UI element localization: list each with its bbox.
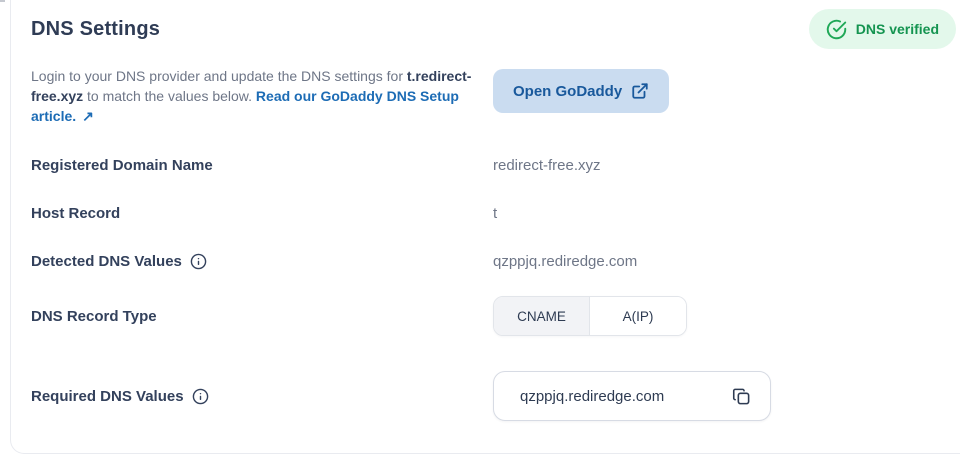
detected-dns-label: Detected DNS Values bbox=[31, 253, 493, 270]
description-row: Login to your DNS provider and update th… bbox=[31, 66, 956, 126]
open-godaddy-button[interactable]: Open GoDaddy bbox=[493, 69, 670, 113]
open-godaddy-label: Open GoDaddy bbox=[513, 82, 623, 100]
record-type-label: DNS Record Type bbox=[31, 308, 493, 325]
required-dns-label-text: Required DNS Values bbox=[31, 387, 184, 405]
godaddy-setup-article-link[interactable]: Read our GoDaddy DNS Setup article. bbox=[31, 88, 459, 124]
row-detected-dns: Detected DNS Values qzppjq.rediredge.com bbox=[31, 253, 956, 270]
registered-domain-value: redirect-free.xyz bbox=[493, 157, 601, 174]
external-link-icon bbox=[631, 82, 649, 100]
dns-settings-card: DNS Settings DNS verified Login to your … bbox=[10, 0, 960, 454]
required-dns-label: Required DNS Values bbox=[31, 388, 493, 405]
record-type-segmented-control: CNAME A(IP) bbox=[493, 296, 687, 336]
row-required-dns: Required DNS Values qzppjq.rediredge.com bbox=[31, 371, 956, 421]
description-part2: to match the values below. bbox=[83, 88, 256, 104]
host-record-label: Host Record bbox=[31, 205, 493, 222]
required-dns-value: qzppjq.rediredge.com bbox=[520, 387, 665, 405]
detected-dns-value: qzppjq.rediredge.com bbox=[493, 253, 638, 270]
external-arrow-icon[interactable]: ↗ bbox=[82, 108, 94, 124]
host-record-label-text: Host Record bbox=[31, 205, 121, 222]
detected-dns-label-text: Detected DNS Values bbox=[31, 253, 182, 270]
registered-domain-label-text: Registered Domain Name bbox=[31, 157, 213, 174]
dns-verified-badge: DNS verified bbox=[808, 9, 956, 49]
badge-label: DNS verified bbox=[855, 21, 939, 37]
row-host-record: Host Record t bbox=[31, 205, 956, 222]
page-title: DNS Settings bbox=[31, 17, 161, 40]
info-icon[interactable] bbox=[190, 253, 207, 270]
header: DNS Settings DNS verified bbox=[31, 0, 956, 49]
row-record-type: DNS Record Type CNAME A(IP) bbox=[31, 296, 956, 336]
info-icon[interactable] bbox=[192, 388, 209, 405]
required-dns-value-box: qzppjq.rediredge.com bbox=[493, 371, 771, 421]
host-record-value: t bbox=[493, 205, 498, 222]
copy-icon bbox=[732, 387, 751, 406]
row-registered-domain: Registered Domain Name redirect-free.xyz bbox=[31, 157, 956, 174]
record-type-label-text: DNS Record Type bbox=[31, 307, 157, 325]
copy-button[interactable] bbox=[730, 385, 753, 408]
description-part1: Login to your DNS provider and update th… bbox=[31, 68, 407, 84]
registered-domain-label: Registered Domain Name bbox=[31, 157, 493, 174]
segment-cname[interactable]: CNAME bbox=[494, 297, 590, 335]
check-circle-icon bbox=[826, 19, 847, 40]
segment-aip[interactable]: A(IP) bbox=[590, 297, 686, 335]
description-text: Login to your DNS provider and update th… bbox=[31, 66, 486, 126]
description-domain: t.redirect-free.xyz bbox=[31, 68, 472, 104]
